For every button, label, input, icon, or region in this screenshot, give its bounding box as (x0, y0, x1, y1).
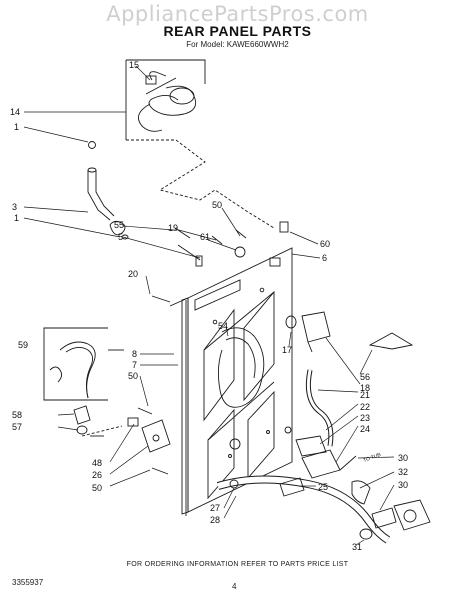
callout-7: 7 (132, 360, 137, 370)
callout-54: 54 (218, 321, 228, 331)
watermark: AppliancePartsPros.com (106, 2, 369, 26)
to-tub-label: TO TUB (363, 452, 383, 464)
water-valve-assembly (339, 455, 431, 540)
document-number: 3355937 (12, 578, 44, 587)
callout-58: 58 (12, 410, 22, 420)
callout-56: 56 (360, 372, 370, 382)
callout-14: 14 (10, 107, 20, 117)
callout-28: 28 (210, 515, 220, 525)
callout-20: 20 (128, 269, 138, 279)
callout-6: 6 (322, 253, 327, 263)
callout-30-lower: 30 (398, 480, 408, 490)
callout-50: 50 (212, 200, 222, 210)
switch-assembly (285, 311, 331, 353)
page-number: 4 (232, 582, 237, 591)
page-title: REAR PANEL PARTS (163, 23, 312, 39)
callout-25: 25 (318, 482, 328, 492)
model-subtitle: For Model: KAWE660WWH2 (186, 40, 289, 49)
callout-21: 21 (360, 390, 370, 400)
callout-5: 5 (118, 232, 123, 242)
callout-22: 22 (360, 402, 370, 412)
callout-8: 8 (132, 349, 137, 359)
hose-parts (87, 141, 129, 240)
callout-31: 31 (352, 542, 362, 552)
callout-59: 59 (18, 340, 28, 350)
callout-19: 19 (168, 223, 178, 233)
callout-15: 15 (129, 60, 139, 70)
leader-lines (23, 65, 395, 546)
callout-23: 23 (360, 413, 370, 423)
callout-17: 17 (282, 345, 292, 355)
callout-27: 27 (210, 503, 220, 513)
rear-panel (169, 247, 293, 516)
callout-30: 30 (398, 453, 408, 463)
callout-3: 3 (12, 202, 17, 212)
callout-26: 26 (92, 470, 102, 480)
callout-1: 1 (14, 122, 19, 132)
hose-clamp-assembly (73, 405, 123, 437)
bracket-part (127, 417, 171, 453)
pump-hose (305, 369, 334, 447)
clip-part (368, 332, 414, 350)
callout-24: 24 (360, 424, 370, 434)
callout-50-lower: 50 (92, 483, 102, 493)
callout-18: 18 (360, 383, 370, 393)
cord-routing-line (126, 139, 275, 229)
callout-55: 55 (114, 220, 124, 230)
callout-32: 32 (398, 467, 408, 477)
callout-60: 60 (320, 239, 330, 249)
callout-61: 61 (200, 232, 210, 242)
callout-48: 48 (92, 458, 102, 468)
callout-57: 57 (12, 422, 22, 432)
callout-50-mid: 50 (128, 371, 138, 381)
wire-harness (217, 327, 265, 408)
power-cord-group (125, 59, 206, 140)
callout-1-lower: 1 (14, 213, 19, 223)
clamp-25 (279, 477, 305, 497)
drain-hose-box (43, 327, 124, 401)
callout-labels: 15 14 1 3 1 50 55 5 19 61 60 6 20 54 17 … (10, 60, 408, 552)
ordering-notice: FOR ORDERING INFORMATION REFER TO PARTS … (126, 561, 349, 568)
